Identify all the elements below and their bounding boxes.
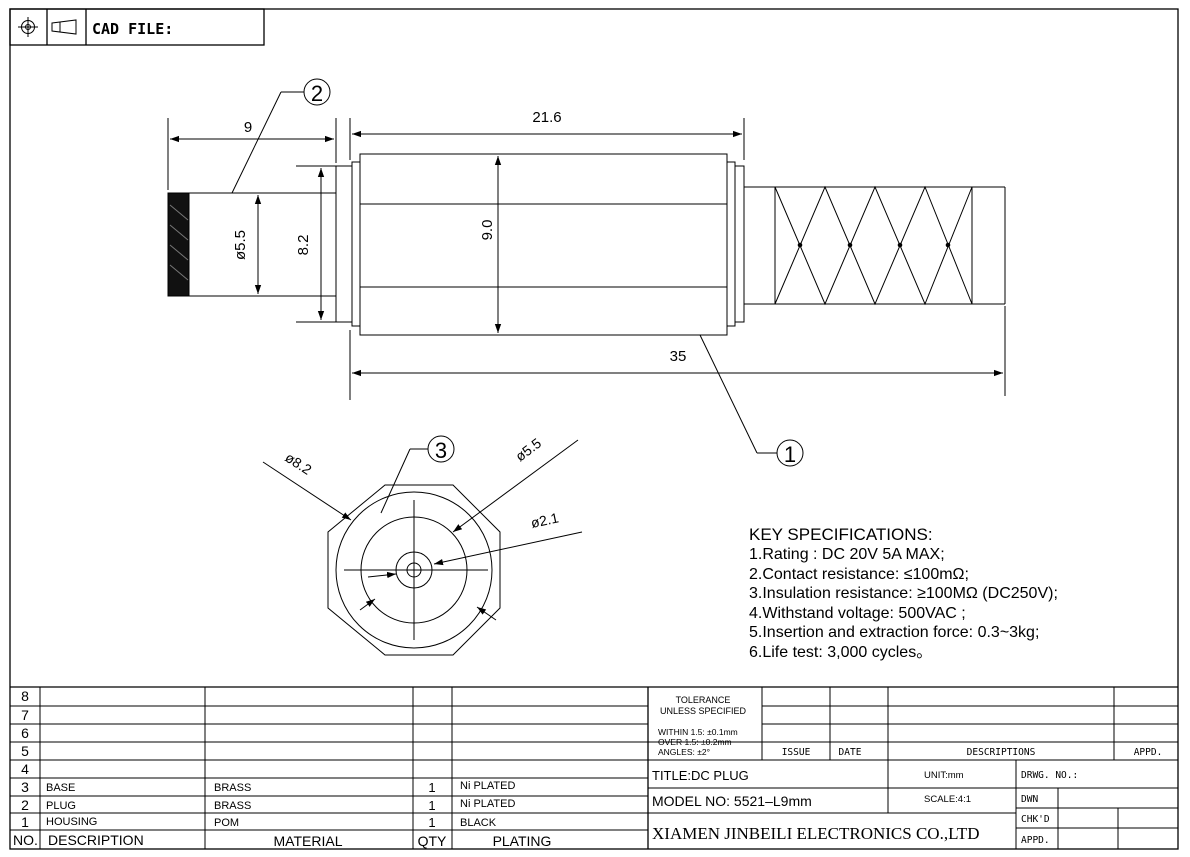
tolerance-angles: ANGLES: ±2° xyxy=(658,747,710,757)
bom-row-number: 7 xyxy=(21,707,29,723)
dim-9: 9 xyxy=(244,119,252,136)
dim-35: 35 xyxy=(670,348,687,365)
bom-plating: Ni PLATED xyxy=(460,798,515,810)
callout-3-label: 3 xyxy=(435,438,447,463)
dim-phi-5-5-end: ø5.5 xyxy=(512,435,544,465)
bom-no: 1 xyxy=(21,814,29,830)
bom-material: BRASS xyxy=(214,782,251,794)
bom-row-number: 8 xyxy=(21,688,29,704)
bom-row-number: 6 xyxy=(21,725,29,741)
callout-3 xyxy=(427,435,455,463)
spec-item: 6.Life test: 3,000 cycles。 xyxy=(749,644,932,661)
bom-plating: BLACK xyxy=(460,817,497,829)
housing-body xyxy=(359,153,728,336)
tolerance-line-1: TOLERANCE xyxy=(676,695,731,705)
title-block: TOLERANCE UNLESS SPECIFIED WITHIN 1.5: ±… xyxy=(648,687,1178,849)
dim-9-0: 9.0 xyxy=(479,220,496,241)
spec-item: 5.Insertion and extraction force: 0.3~3k… xyxy=(749,624,1039,641)
bom-description: PLUG xyxy=(46,800,76,812)
bom-table: 8 7 6 5 4 3 BASE BRASS 1 Ni PLATED 2 PLU… xyxy=(10,686,1178,849)
bom-description: HOUSING xyxy=(46,816,97,828)
bom-row-number: 4 xyxy=(21,761,29,777)
date-label: DATE xyxy=(839,747,862,758)
bom-material: BRASS xyxy=(214,800,251,812)
dim-8-2: 8.2 xyxy=(295,235,312,256)
callout-1 xyxy=(776,439,804,467)
strain-relief xyxy=(744,185,1006,306)
bom-header-material: MATERIAL xyxy=(274,833,343,849)
dwn-label: DWN xyxy=(1021,794,1038,805)
drwg-no-label: DRWG. NO.: xyxy=(1021,770,1078,781)
end-view: ø8.2 ø5.5 ø2.1 3 xyxy=(262,435,583,656)
callout-1-label: 1 xyxy=(784,442,796,467)
tolerance-within: WITHIN 1.5: ±0.1mm xyxy=(658,727,738,737)
header-box: CAD FILE: xyxy=(9,8,265,46)
spec-item: 3.Insulation resistance: ≥100MΩ (DC250V)… xyxy=(749,585,1058,602)
dim-21-6: 21.6 xyxy=(532,109,561,126)
drawing-border xyxy=(9,8,1179,850)
bom-description: BASE xyxy=(46,782,75,794)
descriptions-label: DESCRIPTIONS xyxy=(967,747,1036,758)
bom-plating: Ni PLATED xyxy=(460,780,515,792)
bom-header-description: DESCRIPTION xyxy=(48,832,144,848)
appd-label: APPD. xyxy=(1134,747,1163,758)
bom-no: 3 xyxy=(21,779,29,795)
bom-qty: 1 xyxy=(428,815,435,830)
bom-material: POM xyxy=(214,817,239,829)
octagon-flange xyxy=(327,484,501,656)
bom-qty: 1 xyxy=(428,780,435,795)
callout-2-label: 2 xyxy=(311,81,323,106)
bom-qty: 1 xyxy=(428,798,435,813)
spec-item: 2.Contact resistance: ≤100mΩ; xyxy=(749,566,969,583)
cad-file-label: CAD FILE: xyxy=(92,20,173,38)
bom-header-qty: QTY xyxy=(418,833,447,849)
appd2-label: APPD. xyxy=(1021,835,1050,846)
model-number: MODEL NO: 5521–L9mm xyxy=(652,793,812,809)
dim-phi-8-2-end: ø8.2 xyxy=(282,449,314,478)
tolerance-line-2: UNLESS SPECIFIED xyxy=(660,706,747,716)
spec-item: 1.Rating : DC 20V 5A MAX; xyxy=(749,546,945,563)
bom-no: 2 xyxy=(21,797,29,813)
spec-title: KEY SPECIFICATIONS: xyxy=(749,525,933,544)
key-specifications: KEY SPECIFICATIONS: 1.Rating : DC 20V 5A… xyxy=(749,525,1058,661)
bom-header-no: NO. xyxy=(13,832,38,848)
scale-label: SCALE:4:1 xyxy=(924,794,971,805)
unit-label: UNIT:mm xyxy=(924,770,964,781)
callout-2 xyxy=(303,78,331,106)
issue-label: ISSUE xyxy=(782,747,811,758)
chkd-label: CHK'D xyxy=(1021,814,1050,825)
plug-tip xyxy=(167,192,190,297)
bom-row-number: 5 xyxy=(21,743,29,759)
projection-symbol-icon xyxy=(18,17,77,37)
bom-header-plating: PLATING xyxy=(493,833,552,849)
tolerance-over: OVER 1.5: ±0.2mm xyxy=(658,737,732,747)
flange xyxy=(335,165,353,323)
dim-phi-2-1-end: ø2.1 xyxy=(529,509,560,531)
company-name: XIAMEN JINBEILI ELECTRONICS CO.,LTD xyxy=(652,824,980,843)
dim-phi-5-5: ø5.5 xyxy=(232,230,249,260)
drawing-title: TITLE:DC PLUG xyxy=(652,768,749,783)
side-view: 9 21.6 35 9.0 8.2 ø5.5 2 1 xyxy=(167,78,1006,467)
spec-item: 4.Withstand voltage: 500VAC ; xyxy=(749,605,966,622)
